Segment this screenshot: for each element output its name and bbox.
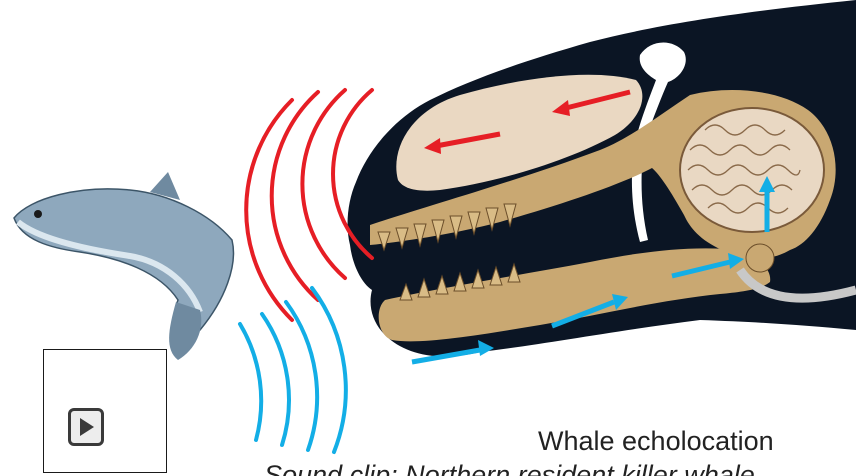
salmon: [14, 172, 233, 360]
sound-clip-player: [43, 349, 167, 473]
play-button[interactable]: [68, 408, 104, 446]
ear-bone: [746, 244, 774, 272]
diagram-title: Whale echolocation: [538, 426, 856, 457]
returning-sound-waves: [240, 288, 346, 452]
brain: [680, 108, 824, 232]
diagram-subtitle: Sound clip: Northern resident killer wha…: [264, 458, 856, 476]
play-button-icon: [80, 418, 94, 436]
